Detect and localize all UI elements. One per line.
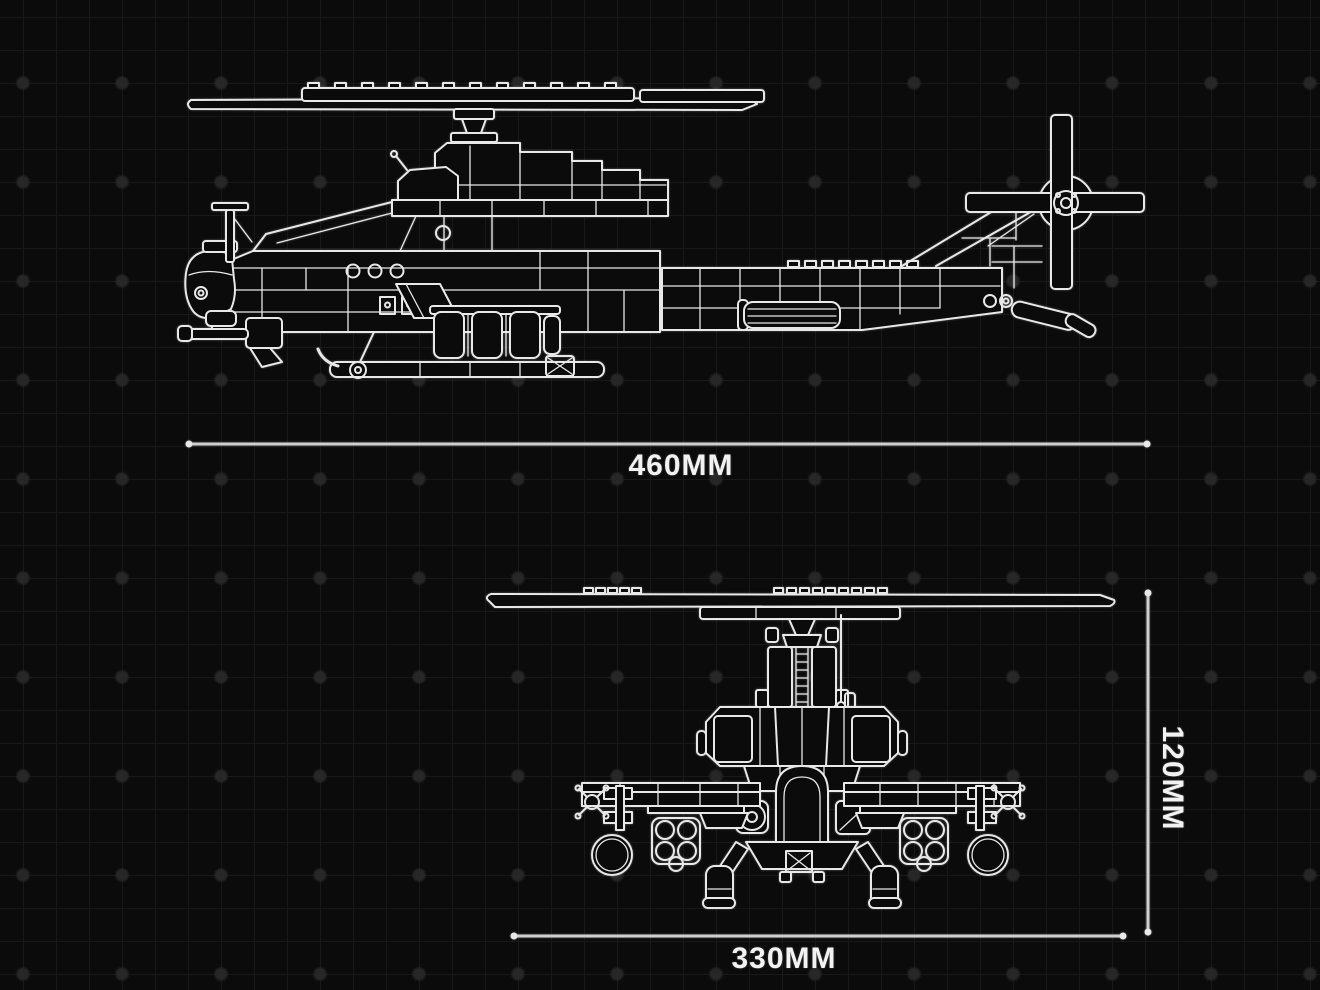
height-dimension-line xyxy=(1144,589,1152,936)
helicopter-front-view xyxy=(485,587,1116,909)
wingtip-rocket-pods xyxy=(574,784,1026,820)
nose-turret xyxy=(177,202,283,368)
length-dimension-label: 460MM xyxy=(628,449,734,482)
canopy-side xyxy=(252,201,493,252)
weapon-pod-side xyxy=(395,283,561,359)
dimension-annotations xyxy=(185,440,1152,940)
width-dimension-line xyxy=(510,932,1127,940)
fuselage-front xyxy=(696,706,908,792)
main-rotor-side xyxy=(187,82,765,111)
missile-clusters-front xyxy=(591,817,1009,876)
length-dimension-line xyxy=(185,440,1151,448)
engine-tower-front xyxy=(755,614,856,714)
height-dimension-label: 120MM xyxy=(1156,725,1189,831)
stub-wings-front xyxy=(581,782,1021,831)
tail-rotor xyxy=(965,114,1145,339)
chin-and-skids-front xyxy=(702,841,902,909)
landing-skid-side xyxy=(316,331,605,379)
main-rotor-front xyxy=(485,587,1116,636)
width-dimension-label: 330MM xyxy=(731,942,837,975)
tail-boom xyxy=(661,196,1037,331)
engine-housing xyxy=(390,142,669,217)
helicopter-side-view xyxy=(177,82,1145,379)
